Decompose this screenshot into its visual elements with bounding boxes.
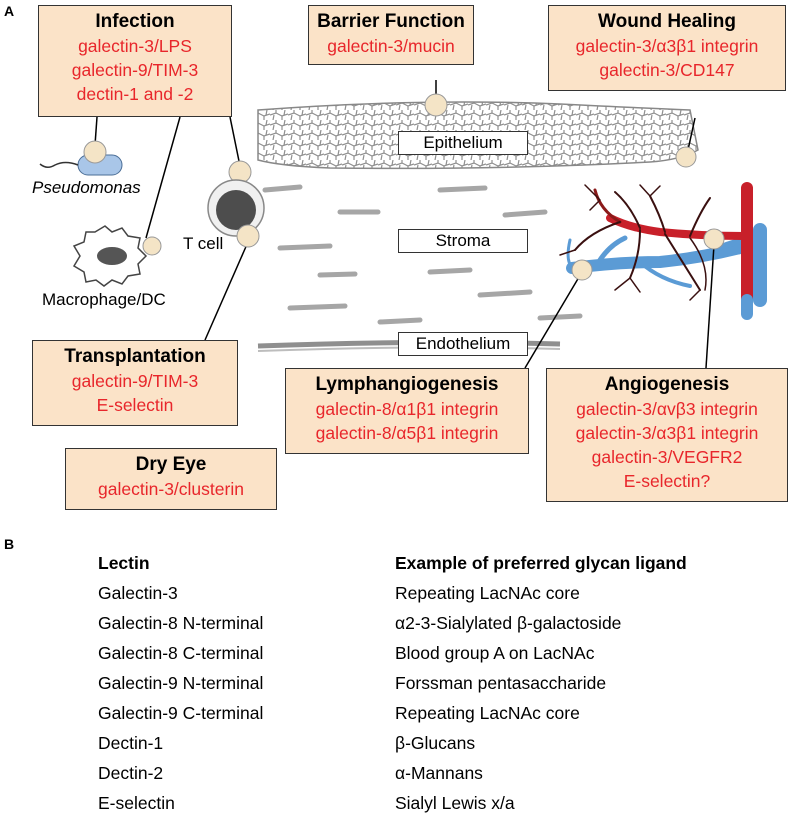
lectin-cell: Galectin-8 C-terminal bbox=[98, 643, 264, 663]
transplantation-box: Transplantation galectin-9/TIM-3 E-selec… bbox=[32, 340, 238, 426]
ligand-cell: Repeating LacNAc core bbox=[395, 583, 580, 603]
tissue-scene bbox=[39, 80, 767, 369]
lectin-cell: Galectin-8 N-terminal bbox=[98, 613, 264, 633]
ligand-cell: β-Glucans bbox=[395, 733, 476, 753]
ligand-cell: α2-3-Sialylated β-galactoside bbox=[395, 613, 622, 633]
barrier-function-title: Barrier Function bbox=[317, 11, 465, 32]
panel-b-letter: B bbox=[4, 536, 15, 552]
pseudomonas-label: Pseudomonas bbox=[32, 178, 141, 197]
lymphangiogenesis-title: Lymphangiogenesis bbox=[315, 374, 499, 395]
stroma-cells bbox=[262, 184, 583, 325]
lectin-cell: E-selectin bbox=[98, 793, 175, 813]
panel-a-letter: A bbox=[4, 3, 15, 19]
transplantation-item: galectin-9/TIM-3 bbox=[71, 371, 199, 391]
angiogenesis-item: galectin-3/α3β1 integrin bbox=[575, 423, 759, 443]
stroma-label: Stroma bbox=[398, 229, 528, 253]
ligand-cell: Blood group A on LacNAc bbox=[395, 643, 595, 663]
ligand-cell: Forssman pentasaccharide bbox=[395, 673, 607, 693]
lectin-cell: Galectin-9 N-terminal bbox=[98, 673, 264, 693]
infection-item: dectin-1 and -2 bbox=[76, 84, 194, 104]
lectin-cell: Galectin-3 bbox=[98, 583, 178, 603]
lymphatic-vessel bbox=[566, 223, 767, 307]
t-cell-label: T cell bbox=[183, 234, 224, 253]
lectin-cell: Dectin-2 bbox=[98, 763, 164, 783]
lymphangiogenesis-item: galectin-8/α5β1 integrin bbox=[315, 423, 499, 443]
endothelium-label: Endothelium bbox=[398, 332, 528, 356]
barrier-function-item: galectin-3/mucin bbox=[327, 36, 455, 56]
infection-title: Infection bbox=[95, 11, 175, 32]
ligand-cell: Repeating LacNAc core bbox=[395, 703, 580, 723]
lectin-cell: Galectin-9 C-terminal bbox=[98, 703, 264, 723]
dry-eye-box: Dry Eye galectin-3/clusterin bbox=[65, 448, 277, 510]
wound-healing-item: galectin-3/α3β1 integrin bbox=[575, 36, 759, 56]
ligand-cell: Sialyl Lewis x/a bbox=[395, 793, 515, 813]
connector-lines bbox=[94, 80, 715, 369]
infection-box: Infection galectin-3/LPS galectin-9/TIM-… bbox=[38, 5, 232, 117]
wound-healing-item: galectin-3/CD147 bbox=[599, 60, 735, 80]
dry-eye-item: galectin-3/clusterin bbox=[98, 479, 244, 499]
wound-healing-box: Wound Healing galectin-3/α3β1 integrin g… bbox=[548, 5, 786, 91]
infection-item: galectin-3/LPS bbox=[78, 36, 192, 56]
epithelium-label: Epithelium bbox=[398, 131, 528, 155]
lymphangiogenesis-box: Lymphangiogenesis galectin-8/α1β1 integr… bbox=[285, 368, 529, 454]
macrophage-label: Macrophage/DC bbox=[42, 290, 166, 309]
dry-eye-title: Dry Eye bbox=[135, 454, 207, 475]
barrier-function-box: Barrier Function galectin-3/mucin bbox=[308, 5, 474, 65]
ligand-cell: α-Mannans bbox=[395, 763, 483, 783]
pseudomonas-bacterium bbox=[39, 140, 123, 176]
infection-item: galectin-9/TIM-3 bbox=[71, 60, 199, 80]
ligand-circles bbox=[424, 93, 725, 281]
angiogenesis-item: galectin-3/αvβ3 integrin bbox=[576, 399, 758, 419]
ligand-column-header: Example of preferred glycan ligand bbox=[395, 553, 687, 573]
lectin-cell: Dectin-1 bbox=[98, 733, 164, 753]
wound-healing-title: Wound Healing bbox=[598, 11, 736, 32]
angiogenesis-box: Angiogenesis galectin-3/αvβ3 integrin ga… bbox=[546, 368, 788, 502]
t-cell bbox=[207, 160, 265, 248]
lectin-column-header: Lectin bbox=[98, 553, 150, 573]
angiogenesis-item: galectin-3/VEGFR2 bbox=[591, 447, 743, 467]
lymphangiogenesis-item: galectin-8/α1β1 integrin bbox=[315, 399, 499, 419]
macrophage-cell bbox=[72, 225, 162, 287]
angiogenesis-item: E-selectin? bbox=[623, 471, 711, 491]
transplantation-item: E-selectin bbox=[96, 395, 174, 415]
transplantation-title: Transplantation bbox=[64, 346, 206, 367]
angiogenesis-title: Angiogenesis bbox=[604, 374, 730, 395]
